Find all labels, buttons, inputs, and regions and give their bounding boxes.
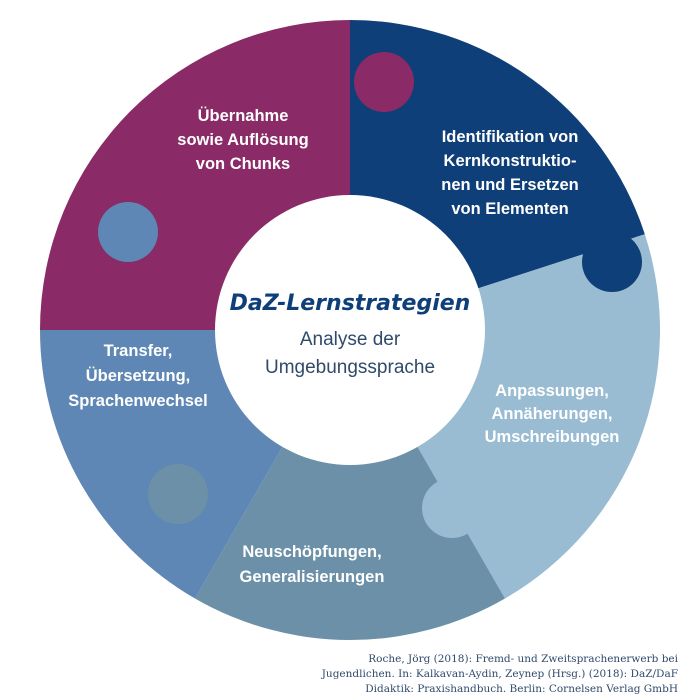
segment-label-right-line-3: Umschreibungen [485,428,620,446]
citation-line-3: Didaktik: Praxishandbuch. Berlin: Cornel… [365,683,678,695]
segment-label-bottom-line-2: Generalisierungen [240,568,385,586]
center-subtitle-line-1: Analyse der [300,329,401,350]
puzzle-segment-left [40,330,290,599]
segment-label-top-right-line-4: von Elementen [451,200,568,218]
citation-line-1: Roche, Jörg (2018): Fremd- und Zweitspra… [368,653,678,665]
segment-label-top-right-line-3: nen und Ersetzen [441,176,579,194]
center-subtitle-line-2: Umgebungssprache [265,357,435,378]
segment-label-left-line-3: Sprachenwechsel [68,392,207,410]
puzzle-tab-1 [354,52,414,112]
segment-label-top-left-line-2: sowie Auflösung [177,131,308,149]
puzzle-tab-4 [98,202,158,262]
center-title: DaZ-Lernstrategien [230,291,471,316]
puzzle-tab-2 [422,478,482,538]
segment-label-bottom-line-1: Neuschöpfungen, [242,543,381,561]
puzzle-tab-3 [148,464,208,524]
segment-label-right-line-1: Anpassungen, [495,382,609,400]
segment-label-right-line-2: Annäherungen, [491,405,612,423]
segment-label-left-line-1: Transfer, [104,342,173,360]
puzzle-tab-5 [582,232,642,292]
segment-label-top-right-line-1: Identifikation von [442,128,579,146]
segment-label-left-line-2: Übersetzung, [86,366,191,385]
citation-line-2: Jugendlichen. In: Kalkavan-Aydin, Zeynep… [321,668,678,680]
segment-label-top-left-line-3: von Chunks [196,155,290,173]
segment-label-top-left-line-1: Übernahme [198,106,289,125]
citation: Roche, Jörg (2018): Fremd- und Zweitspra… [318,652,678,697]
puzzle-segment-bottom [195,433,505,641]
segment-label-top-right-line-2: Kernkonstruktio- [444,152,577,170]
center-circle [215,195,485,465]
